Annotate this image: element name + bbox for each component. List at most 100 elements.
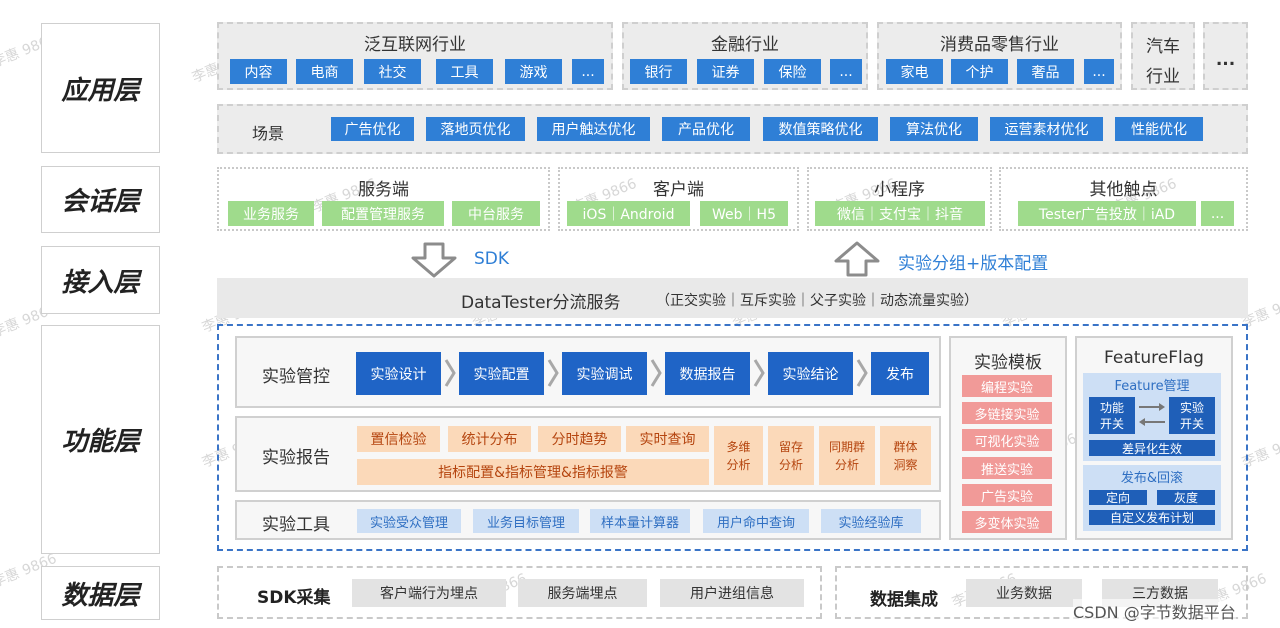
industry-tag-tools: 工具 (436, 59, 493, 84)
tool-experience-library: 实验经验库 (821, 509, 921, 533)
industry-tag-games: 游戏 (505, 59, 562, 84)
template-multivariant: 多变体实验 (962, 511, 1052, 533)
step-release: 发布 (871, 352, 929, 395)
release-directed: 定向 (1089, 490, 1147, 505)
swap-arrows-icon (1139, 403, 1165, 426)
industry-more: ... (1203, 22, 1248, 90)
industry-auto-line2: 行业 (1146, 67, 1180, 87)
report-stat-distribution: 统计分布 (448, 426, 531, 452)
sdk-collection-box: SDK采集 (217, 566, 822, 619)
scene-landing-page: 落地页优化 (426, 117, 525, 141)
tools-label: 实验工具 (262, 515, 330, 535)
scenes-label: 场景 (252, 124, 285, 143)
session-config-service: 配置管理服务 (322, 201, 444, 226)
report-metrics-config: 指标配置&指标管理&指标报警 (357, 459, 709, 485)
layer-access: 接入层 (41, 246, 160, 314)
report-multidim-analysis: 多维 分析 (714, 426, 763, 485)
report-time-trend: 分时趋势 (538, 426, 621, 452)
tool-user-hit-query: 用户命中查询 (703, 509, 809, 533)
session-client-title: 客户端 (653, 180, 704, 200)
control-label: 实验管控 (262, 367, 330, 387)
layer-data: 数据层 (41, 566, 160, 620)
layer-application: 应用层 (41, 23, 160, 153)
scene-ops-material: 运营素材优化 (990, 117, 1103, 141)
data-business: 业务数据 (966, 579, 1082, 607)
layer-session: 会话层 (41, 166, 160, 233)
chevron-right-icon (753, 359, 765, 387)
industry-internet-title: 泛互联网行业 (364, 35, 466, 55)
data-user-group-info: 用户进组信息 (660, 579, 804, 607)
session-other-title: 其他触点 (1089, 180, 1158, 200)
session-web-h5: Web｜H5 (700, 201, 788, 226)
data-server-tracking: 服务端埋点 (518, 579, 647, 607)
arrow-down-icon (411, 242, 457, 278)
tool-sample-calculator: 样本量计算器 (590, 509, 690, 533)
scene-ad-optimization: 广告优化 (331, 117, 414, 141)
sdk-collection-title: SDK采集 (257, 588, 331, 608)
industry-tag-retail-more: ... (1084, 59, 1114, 84)
release-gray: 灰度 (1157, 490, 1215, 505)
report-realtime-query: 实时查询 (626, 426, 709, 452)
feature-function-switch: 功能 开关 (1089, 397, 1135, 434)
industry-more-label: ... (1215, 50, 1236, 70)
report-confidence-test: 置信检验 (357, 426, 440, 452)
industry-tag-finance-more: ... (830, 59, 862, 84)
dispatch-service-title: DataTester分流服务 (461, 293, 621, 313)
templates-title: 实验模板 (974, 353, 1042, 373)
industry-tag-luxury: 奢品 (1017, 59, 1074, 84)
chevron-right-icon (650, 359, 662, 387)
step-report: 数据报告 (665, 352, 750, 395)
session-tester-iad: Tester广告投放｜iAD (1018, 201, 1196, 226)
sdk-label: SDK (474, 249, 510, 269)
industry-retail-title: 消费品零售行业 (940, 35, 1059, 55)
industry-tag-appliances: 家电 (886, 59, 943, 84)
tool-business-goal: 业务目标管理 (473, 509, 579, 533)
featureflag-title: FeatureFlag (1104, 348, 1204, 368)
session-client: 客户端 (558, 167, 799, 231)
session-miniprogram: 小程序 (807, 167, 992, 231)
industry-tag-insurance: 保险 (764, 59, 821, 84)
data-integration-title: 数据集成 (870, 590, 938, 610)
industry-auto-line1: 汽车 (1146, 37, 1180, 57)
data-integration-box: 数据集成 (835, 566, 1248, 619)
data-client-tracking: 客户端行为埋点 (352, 579, 506, 607)
release-rollback-title: 发布&回滚 (1120, 471, 1184, 486)
industry-tag-content: 内容 (230, 59, 287, 84)
scene-user-reach: 用户触达优化 (537, 117, 650, 141)
tool-audience-mgmt: 实验受众管理 (357, 509, 461, 533)
footer-credit: CSDN @字节数据平台 (1073, 599, 1236, 623)
session-wechat-alipay-douyin: 微信｜支付宝｜抖音 (815, 201, 985, 226)
template-programming: 编程实验 (962, 375, 1052, 397)
step-config: 实验配置 (459, 352, 544, 395)
session-ios-android: iOS｜Android (567, 201, 690, 226)
step-design: 实验设计 (356, 352, 441, 395)
industry-tag-personal-care: 个护 (951, 59, 1008, 84)
feature-mgmt-title: Feature管理 (1114, 379, 1190, 394)
template-ad: 广告实验 (962, 484, 1052, 506)
function-layer-container (217, 324, 1248, 551)
report-retention-analysis: 留存 分析 (768, 426, 814, 485)
template-push: 推送实验 (962, 457, 1052, 479)
session-other: 其他触点 (999, 167, 1248, 231)
report-group-insight: 群体 洞察 (880, 426, 931, 485)
report-label: 实验报告 (262, 448, 330, 468)
scene-performance: 性能优化 (1115, 117, 1203, 141)
step-debug: 实验调试 (562, 352, 647, 395)
industry-finance-title: 金融行业 (711, 35, 779, 55)
template-multilink: 多链接实验 (962, 402, 1052, 424)
session-miniprogram-title: 小程序 (874, 180, 925, 200)
arrow-up-icon (834, 241, 880, 277)
industry-auto: 汽车 行业 (1131, 22, 1195, 90)
step-conclusion: 实验结论 (768, 352, 853, 395)
chevron-right-icon (547, 359, 559, 387)
industry-tag-ecommerce: 电商 (296, 59, 353, 84)
industry-tag-bank: 银行 (630, 59, 687, 84)
feature-diff-effect: 差异化生效 (1089, 440, 1215, 456)
report-cohort-analysis: 同期群 分析 (819, 426, 875, 485)
chevron-right-icon (444, 359, 456, 387)
scene-algorithm: 算法优化 (890, 117, 978, 141)
session-middle-service: 中台服务 (452, 201, 540, 226)
dispatch-service-detail: （正交实验｜互斥实验｜父子实验｜动态流量实验） (656, 293, 978, 309)
feature-experiment-switch: 实验 开关 (1169, 397, 1215, 434)
layer-function: 功能层 (41, 325, 160, 554)
